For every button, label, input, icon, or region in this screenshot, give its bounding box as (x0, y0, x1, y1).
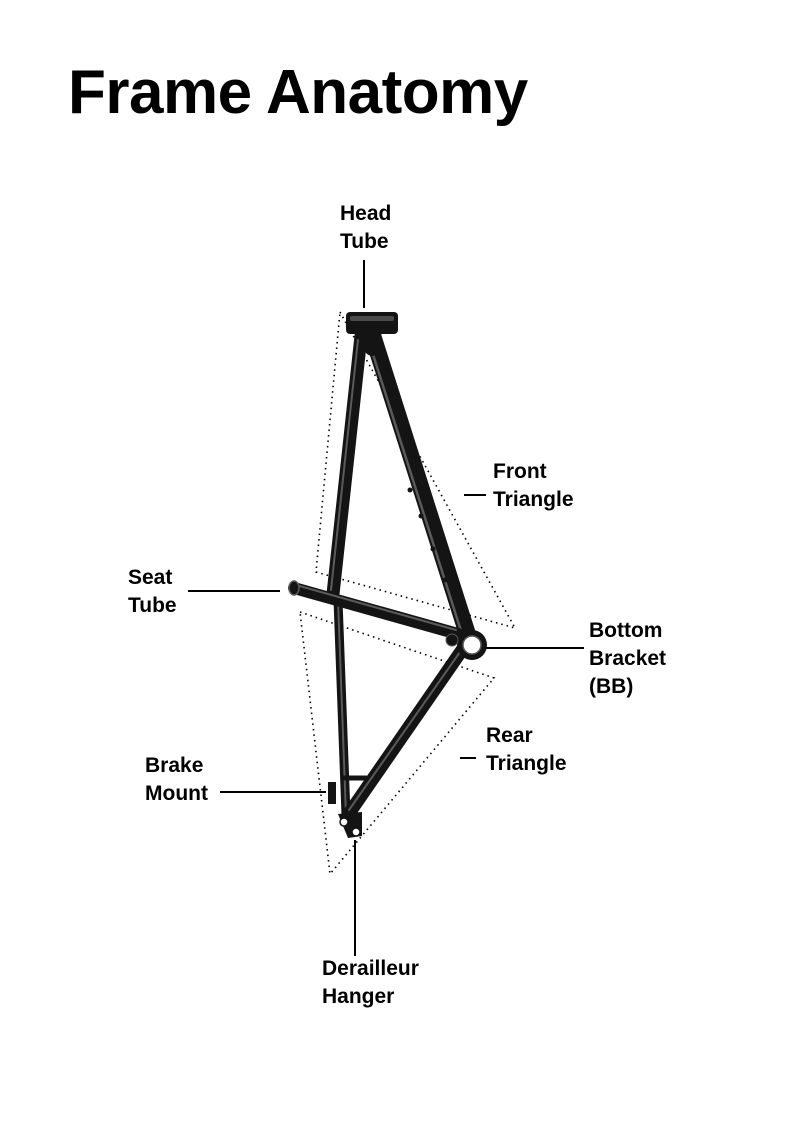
front-triangle-label: Front Triangle (493, 460, 574, 511)
rear-triangle-label: Rear Triangle (486, 724, 567, 775)
page-title: Frame Anatomy (68, 58, 528, 127)
head-tube-label: Head Tube (340, 202, 392, 253)
seat-collar (288, 580, 300, 596)
seat-tube (288, 582, 464, 640)
down-tube (365, 331, 477, 645)
brake-mount (328, 782, 336, 804)
front-triangle-outline (315, 309, 517, 630)
bottom-bracket-label: Bottom Bracket (BB) (589, 619, 667, 698)
derailleur-hanger-label: Derailleur Hanger (322, 957, 419, 1008)
leader-lines (188, 260, 584, 956)
bike-frame (288, 312, 487, 838)
brake-mount-label: Brake Mount (145, 754, 208, 805)
top-tube (326, 329, 368, 601)
seat-tube-label: Seat Tube (128, 566, 177, 617)
